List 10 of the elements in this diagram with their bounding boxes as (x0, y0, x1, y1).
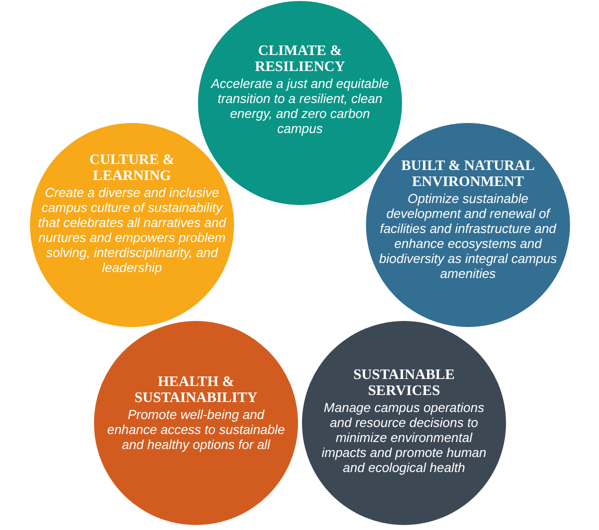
circle-title: SUSTAINABLE SERVICES (352, 367, 456, 399)
circle-description: Create a diverse and inclusive campus culture of sustainability that celebrates all narratives and nurtures and empowers problem solving, interdisciplinarity, and leadership (38, 184, 226, 274)
circle-title: CLIMATE & RESILIENCY (254, 42, 346, 74)
circle-title: BUILT & NATURAL ENVIRONMENT (400, 158, 536, 190)
circle-description: Accelerate a just and equitable transition to a resilient, clean energy, and zero carbon campus (210, 76, 390, 136)
circle-title: HEALTH & SUSTAINABILITY (133, 374, 259, 406)
circle-description: Manage campus operations and resource decisions to minimize environmental impacts and promote human and ecological health (320, 400, 488, 475)
circle-title: CULTURE & LEARNING (88, 152, 176, 184)
circle-description: Optimize sustainable development and renewal of facilities and infrastructure and enhance ecosystems and biodiversity as integral campus amenities (378, 190, 558, 280)
circle-description: Promote well-being and enhance access to sustainable and healthy options for all (106, 407, 286, 452)
